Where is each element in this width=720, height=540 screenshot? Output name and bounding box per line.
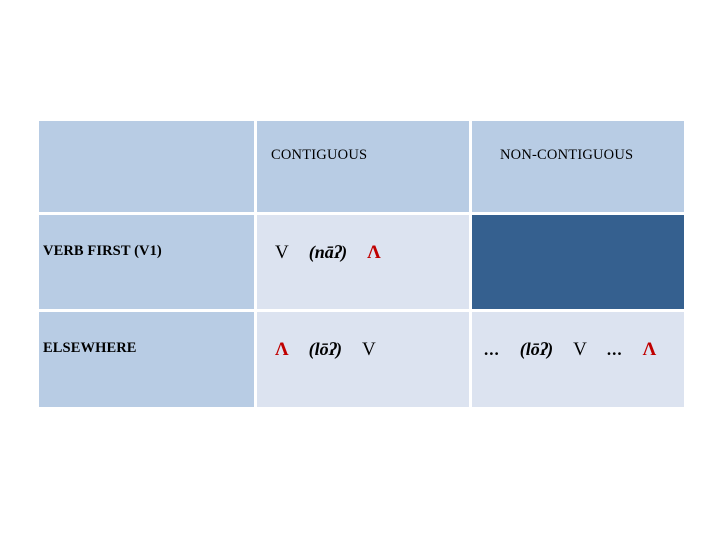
- cell-elsewhere-non-contiguous: ... (lōʔ) V ... Λ: [472, 312, 684, 407]
- header-label-non-contiguous: NON-CONTIGUOUS: [500, 147, 634, 163]
- row-label-cell-verb-first: VERB FIRST (V1): [39, 214, 254, 310]
- table-row-elsewhere: ELSEWHERE Λ (lōʔ) V ... (lōʔ): [39, 312, 684, 407]
- table-header-row: CONTIGUOUS NON-CONTIGUOUS: [39, 121, 684, 212]
- formula-verb-first-contiguous: V (nāʔ) Λ: [257, 215, 469, 264]
- header-cell-non-contiguous: NON-CONTIGUOUS: [472, 121, 684, 212]
- row-label-elsewhere: ELSEWHERE: [43, 340, 137, 357]
- token-particle-na: (nāʔ): [308, 241, 348, 262]
- header-corner-label: [39, 121, 254, 148]
- token-lambda: Λ: [642, 339, 657, 361]
- formula-elsewhere-contiguous: Λ (lōʔ) V: [257, 312, 469, 361]
- token-particle-lo: (lōʔ): [308, 339, 343, 360]
- header-cell-contiguous: CONTIGUOUS: [257, 121, 469, 212]
- header-label-contiguous: CONTIGUOUS: [271, 147, 368, 163]
- token-ellipsis-leading: ...: [484, 340, 500, 360]
- formula-verb-first-non-contiguous: [472, 215, 684, 242]
- row-label-cell-elsewhere: ELSEWHERE: [39, 312, 254, 407]
- formula-elsewhere-non-contiguous: ... (lōʔ) V ... Λ: [472, 312, 684, 361]
- token-ellipsis-trailing: ...: [606, 340, 623, 360]
- cell-elsewhere-contiguous: Λ (lōʔ) V: [257, 312, 469, 407]
- negation-pattern-table: CONTIGUOUS NON-CONTIGUOUS VERB FIRST (V1…: [36, 118, 687, 410]
- token-verb: V: [362, 339, 376, 361]
- token-lambda: Λ: [367, 241, 381, 263]
- cell-verb-first-non-contiguous-empty: [472, 214, 684, 310]
- table-row-verb-first: VERB FIRST (V1) V (nāʔ) Λ: [39, 214, 684, 310]
- header-cell-corner: [39, 121, 254, 212]
- row-label-verb-first: VERB FIRST (V1): [43, 242, 162, 259]
- cell-verb-first-contiguous: V (nāʔ) Λ: [257, 214, 469, 310]
- token-verb: V: [573, 339, 587, 361]
- token-particle-lo: (lōʔ): [519, 339, 554, 360]
- token-lambda: Λ: [275, 339, 289, 361]
- token-verb: V: [275, 241, 289, 263]
